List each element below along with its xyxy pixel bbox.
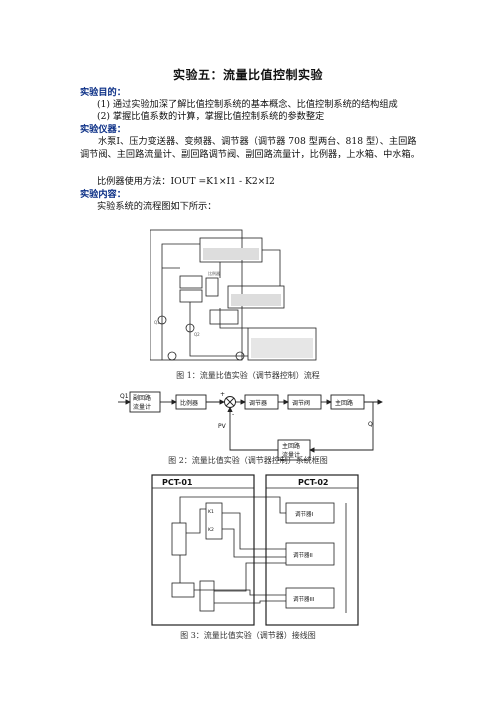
figure-1-flow-diagram: 比例器 Q1 Q2 bbox=[150, 229, 317, 361]
bd-minus-label: - bbox=[232, 411, 234, 418]
wire-4 bbox=[222, 528, 286, 558]
wire-5 bbox=[194, 589, 286, 596]
formula-line: 比例器使用方法：IOUT =K1×I1 - K2×I2 bbox=[97, 176, 275, 187]
bd-q-label: Q bbox=[368, 421, 373, 428]
reg1-label: 调节器I bbox=[295, 510, 314, 518]
bd-sub-meter-label-1: 副回路 bbox=[133, 394, 151, 402]
bd-ratio-label: 比例器 bbox=[180, 399, 198, 407]
middle-tank bbox=[227, 285, 285, 309]
k2-label: K2 bbox=[208, 527, 214, 533]
pipe-left bbox=[161, 243, 200, 360]
ratio-label: 比例器 bbox=[208, 270, 220, 276]
feedback-line-1 bbox=[309, 402, 374, 453]
bd-pv-label: PV bbox=[218, 423, 227, 430]
regulator-box-1 bbox=[179, 275, 203, 289]
reservoir-water bbox=[251, 338, 313, 358]
flowmeter-q1-icon bbox=[157, 315, 167, 325]
summing-cross bbox=[225, 397, 235, 407]
regulator-module bbox=[171, 522, 187, 556]
reservoir-tank bbox=[247, 327, 317, 361]
page-title: 实验五：流量比值控制实验 bbox=[172, 68, 323, 82]
valve-module bbox=[199, 580, 215, 612]
flowmeter-module-1 bbox=[171, 582, 195, 598]
bd-main-loop-label: 主回路 bbox=[335, 399, 353, 407]
wire-6 bbox=[214, 562, 286, 592]
reg3-label: 调节器III bbox=[293, 595, 315, 603]
upper-tank-water bbox=[203, 248, 259, 260]
bd-main-meter-label-2: 流量计 bbox=[282, 451, 300, 459]
reg3-box bbox=[285, 587, 335, 609]
pct01-panel bbox=[151, 474, 255, 626]
ratio-module bbox=[205, 502, 223, 540]
wire-2 bbox=[186, 508, 206, 534]
k1-label: K1 bbox=[208, 509, 214, 515]
figure-2-caption: 图 2：流量比值实验（调节器控制）系统框图 bbox=[168, 456, 328, 465]
pipe-middle bbox=[219, 262, 248, 329]
figure-3-wiring-diagram: PCT-01 PCT-02 调节器I 调节器II 调节器III K1 K2 bbox=[151, 474, 359, 626]
regulator-box-3 bbox=[209, 309, 239, 325]
reg2-label: 调节器II bbox=[293, 551, 313, 559]
reg2-box bbox=[285, 542, 335, 566]
instruments-heading: 实验仪器： bbox=[80, 124, 126, 135]
pump-icon-2 bbox=[235, 351, 245, 361]
purpose-heading: 实验目的： bbox=[80, 87, 126, 98]
content-text: 实验系统的流程图如下所示： bbox=[97, 201, 217, 212]
bd-regulator-label: 调节器 bbox=[249, 399, 267, 407]
purpose-item-2: (2) 掌握比值系数的计算，掌握比值控制系统的参数整定 bbox=[97, 111, 325, 122]
formula-prefix: 比例器使用方法： bbox=[97, 176, 171, 187]
content-heading: 实验内容： bbox=[80, 189, 126, 200]
pct02-label: PCT-02 bbox=[298, 478, 328, 487]
figure-2-block-diagram: Q1 副回路 流量计 比例器 + - 调节器 调节阀 主回路 Q PV 主回路 … bbox=[118, 391, 383, 461]
instruments-text: 水泵Ⅰ、压力变送器、变频器、调节器（调节器 708 型两台、818 型）、主回路… bbox=[80, 136, 420, 160]
purpose-item-1: (1) 通过实验加深了解比值控制系统的基本概念、比值控制系统的结构组成 bbox=[97, 99, 398, 110]
wire-7 bbox=[214, 600, 286, 604]
regulator-box-2 bbox=[179, 289, 203, 303]
pipe-right bbox=[262, 249, 281, 286]
wire-3 bbox=[222, 512, 286, 550]
wire-1 bbox=[179, 496, 286, 523]
flowmeter-q2-icon bbox=[185, 323, 195, 333]
figure-3-caption: 图 3：流量比值实验（调节器）接线图 bbox=[180, 631, 316, 640]
figure-1-caption: 图 1：流量比值实验（调节器控制）流程 bbox=[176, 371, 320, 380]
middle-tank-water bbox=[231, 294, 281, 306]
pct01-label: PCT-01 bbox=[162, 478, 193, 487]
bd-main-meter-label-1: 主回路 bbox=[282, 442, 300, 450]
bd-valve-label: 调节阀 bbox=[292, 399, 310, 407]
feedback-line-2 bbox=[227, 406, 278, 451]
bd-sub-meter-label-2: 流量计 bbox=[133, 403, 151, 411]
q1-label: Q1 bbox=[154, 320, 160, 325]
bd-plus-label: + bbox=[220, 391, 225, 398]
q2-label: Q2 bbox=[194, 332, 200, 337]
ratio-box bbox=[205, 277, 219, 297]
bd-q1-label: Q1 bbox=[120, 393, 129, 400]
pump-icon bbox=[167, 351, 177, 361]
pct02-panel bbox=[265, 474, 359, 626]
formula: IOUT =K1×I1 - K2×I2 bbox=[170, 176, 275, 187]
pipe-bottom bbox=[189, 302, 248, 357]
